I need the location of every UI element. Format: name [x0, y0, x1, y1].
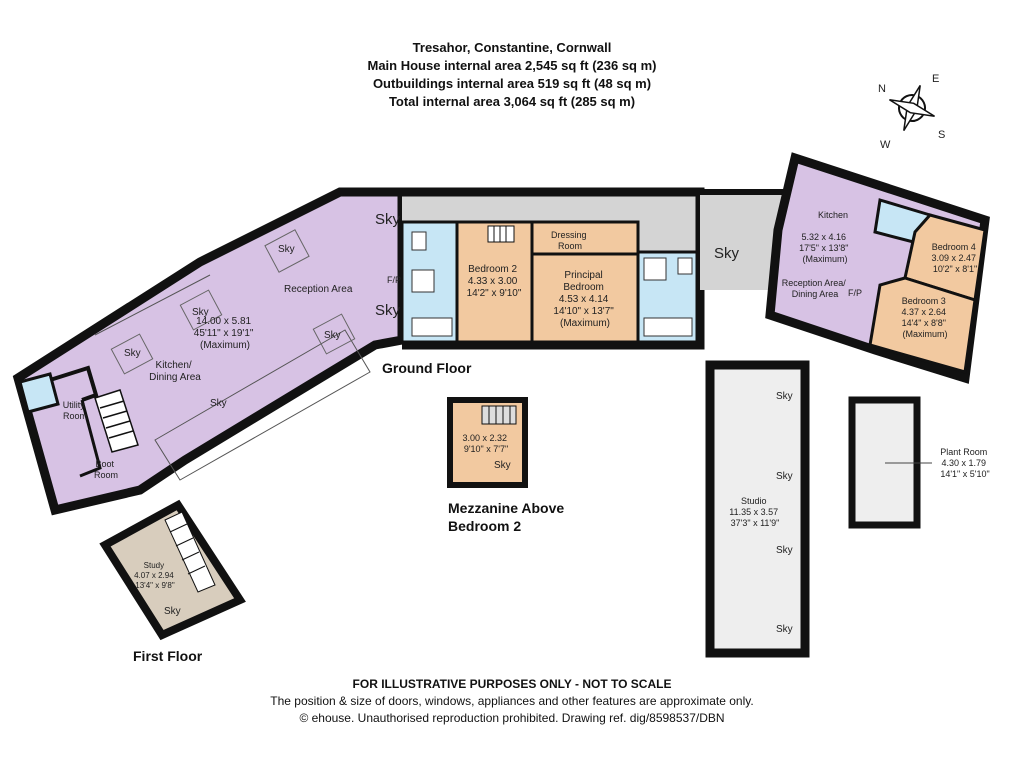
- mezzanine-title: Mezzanine Above Bedroom 2: [448, 500, 568, 534]
- sky-label: Sky: [776, 545, 793, 556]
- ground-floor-title: Ground Floor: [382, 360, 472, 376]
- skylight-2: [179, 289, 223, 331]
- skylight-1: [264, 229, 310, 273]
- compass-icon: [889, 85, 935, 131]
- stairs-mezzanine: [481, 405, 517, 425]
- dressing-room-label: Dressing Room: [551, 230, 589, 251]
- principal-bedroom-room: [530, 252, 640, 344]
- skylight-4: [110, 333, 154, 375]
- fireplace-label: F/P: [387, 275, 401, 285]
- bedroom-2-label: Bedroom 2 4.33 x 3.00 14'2" x 9'10": [467, 264, 522, 299]
- boot-room-label: Boot Room: [94, 459, 118, 480]
- utility-room-label: Utility Room: [63, 400, 88, 421]
- annex-dims: 5.32 x 4.16 17'5" x 13'8" (Maximum): [799, 232, 851, 264]
- bedroom-3-room: [868, 276, 977, 374]
- compass-w: W: [880, 139, 891, 151]
- bedroom-4-label: Bedroom 4 3.09 x 2.47 10'2" x 8'1": [931, 242, 978, 274]
- mezzanine-dims: 3.00 x 2.32 9'10" x 7'7": [462, 433, 509, 454]
- utility-wall: [49, 365, 99, 402]
- sky-label: Sky: [278, 244, 295, 255]
- studio-room: [705, 360, 810, 658]
- total-area-text: Total internal area 3,064 sq ft (285 sq …: [388, 94, 636, 109]
- study-label: Study 4.07 x 2.94 13'4" x 9'8": [134, 561, 176, 590]
- main-area-text: Main House internal area 2,545 sq ft (23…: [367, 58, 657, 73]
- kitchen-dining-label: Kitchen/ Dining Area: [149, 360, 201, 383]
- stairs-first-floor: [164, 511, 216, 593]
- fireplace-label: F/P: [848, 288, 862, 298]
- corridor: [402, 192, 698, 222]
- sky-label: Sky: [164, 606, 181, 617]
- sky-label: Sky: [210, 398, 227, 409]
- stairs-bedroom2: [487, 225, 515, 243]
- footer-copyright: © ehouse. Unauthorised reproduction proh…: [299, 711, 725, 725]
- wc-room: [18, 372, 60, 414]
- compass-s: S: [938, 129, 945, 141]
- bathroom-fixtures: [411, 231, 693, 337]
- sky-label: Sky: [494, 460, 511, 471]
- compass-e: E: [932, 73, 939, 85]
- sky-label: Sky: [776, 391, 793, 402]
- reception-area-label: Reception Area: [284, 284, 353, 295]
- principal-bedroom-label: Principal Bedroom 4.53 x 4.14 14'10" x 1…: [553, 270, 616, 329]
- sky-label: Sky: [714, 245, 740, 262]
- annex-reception-label: Reception Area/ Dining Area: [782, 278, 849, 299]
- first-floor-title: First Floor: [133, 648, 203, 664]
- footer-note: The position & size of doors, windows, a…: [270, 694, 754, 708]
- skylight-3: [312, 313, 356, 355]
- reception-area-room: [12, 187, 407, 516]
- sky-label: Sky: [776, 624, 793, 635]
- sky-label: Sky: [124, 348, 141, 359]
- sky-label: Sky: [776, 471, 793, 482]
- studio-label: Studio 11.35 x 3.57 37'3" x 11'9": [729, 496, 780, 528]
- study-room: [99, 499, 246, 641]
- sky-label: Sky: [375, 211, 401, 228]
- boot-room-wall: [79, 399, 102, 478]
- bedroom-3-label: Bedroom 3 4.37 x 2.64 14'4" x 8'8" (Maxi…: [901, 296, 948, 339]
- stairs-ground: [94, 389, 139, 453]
- reception-dims: 14.00 x 5.81 45'11" x 19'1" (Maximum): [194, 316, 256, 351]
- plan-title: Tresahor, Constantine, Cornwall: [412, 40, 612, 55]
- kitchen-counter: [94, 274, 211, 336]
- kitchen-label: Kitchen: [818, 210, 848, 220]
- sky-label: Sky: [375, 302, 401, 319]
- sky-label: Sky: [192, 307, 209, 318]
- compass-n: N: [878, 83, 886, 95]
- footer-disclaimer: FOR ILLUSTRATIVE PURPOSES ONLY - NOT TO …: [352, 677, 672, 691]
- kitchen-island: [154, 329, 371, 481]
- sky-label: Sky: [324, 330, 341, 341]
- plant-room-label: Plant Room 4.30 x 1.79 14'1" x 5'10": [940, 447, 990, 479]
- corridor-end: [638, 222, 698, 252]
- outbuildings-area-text: Outbuildings internal area 519 sq ft (48…: [372, 76, 652, 91]
